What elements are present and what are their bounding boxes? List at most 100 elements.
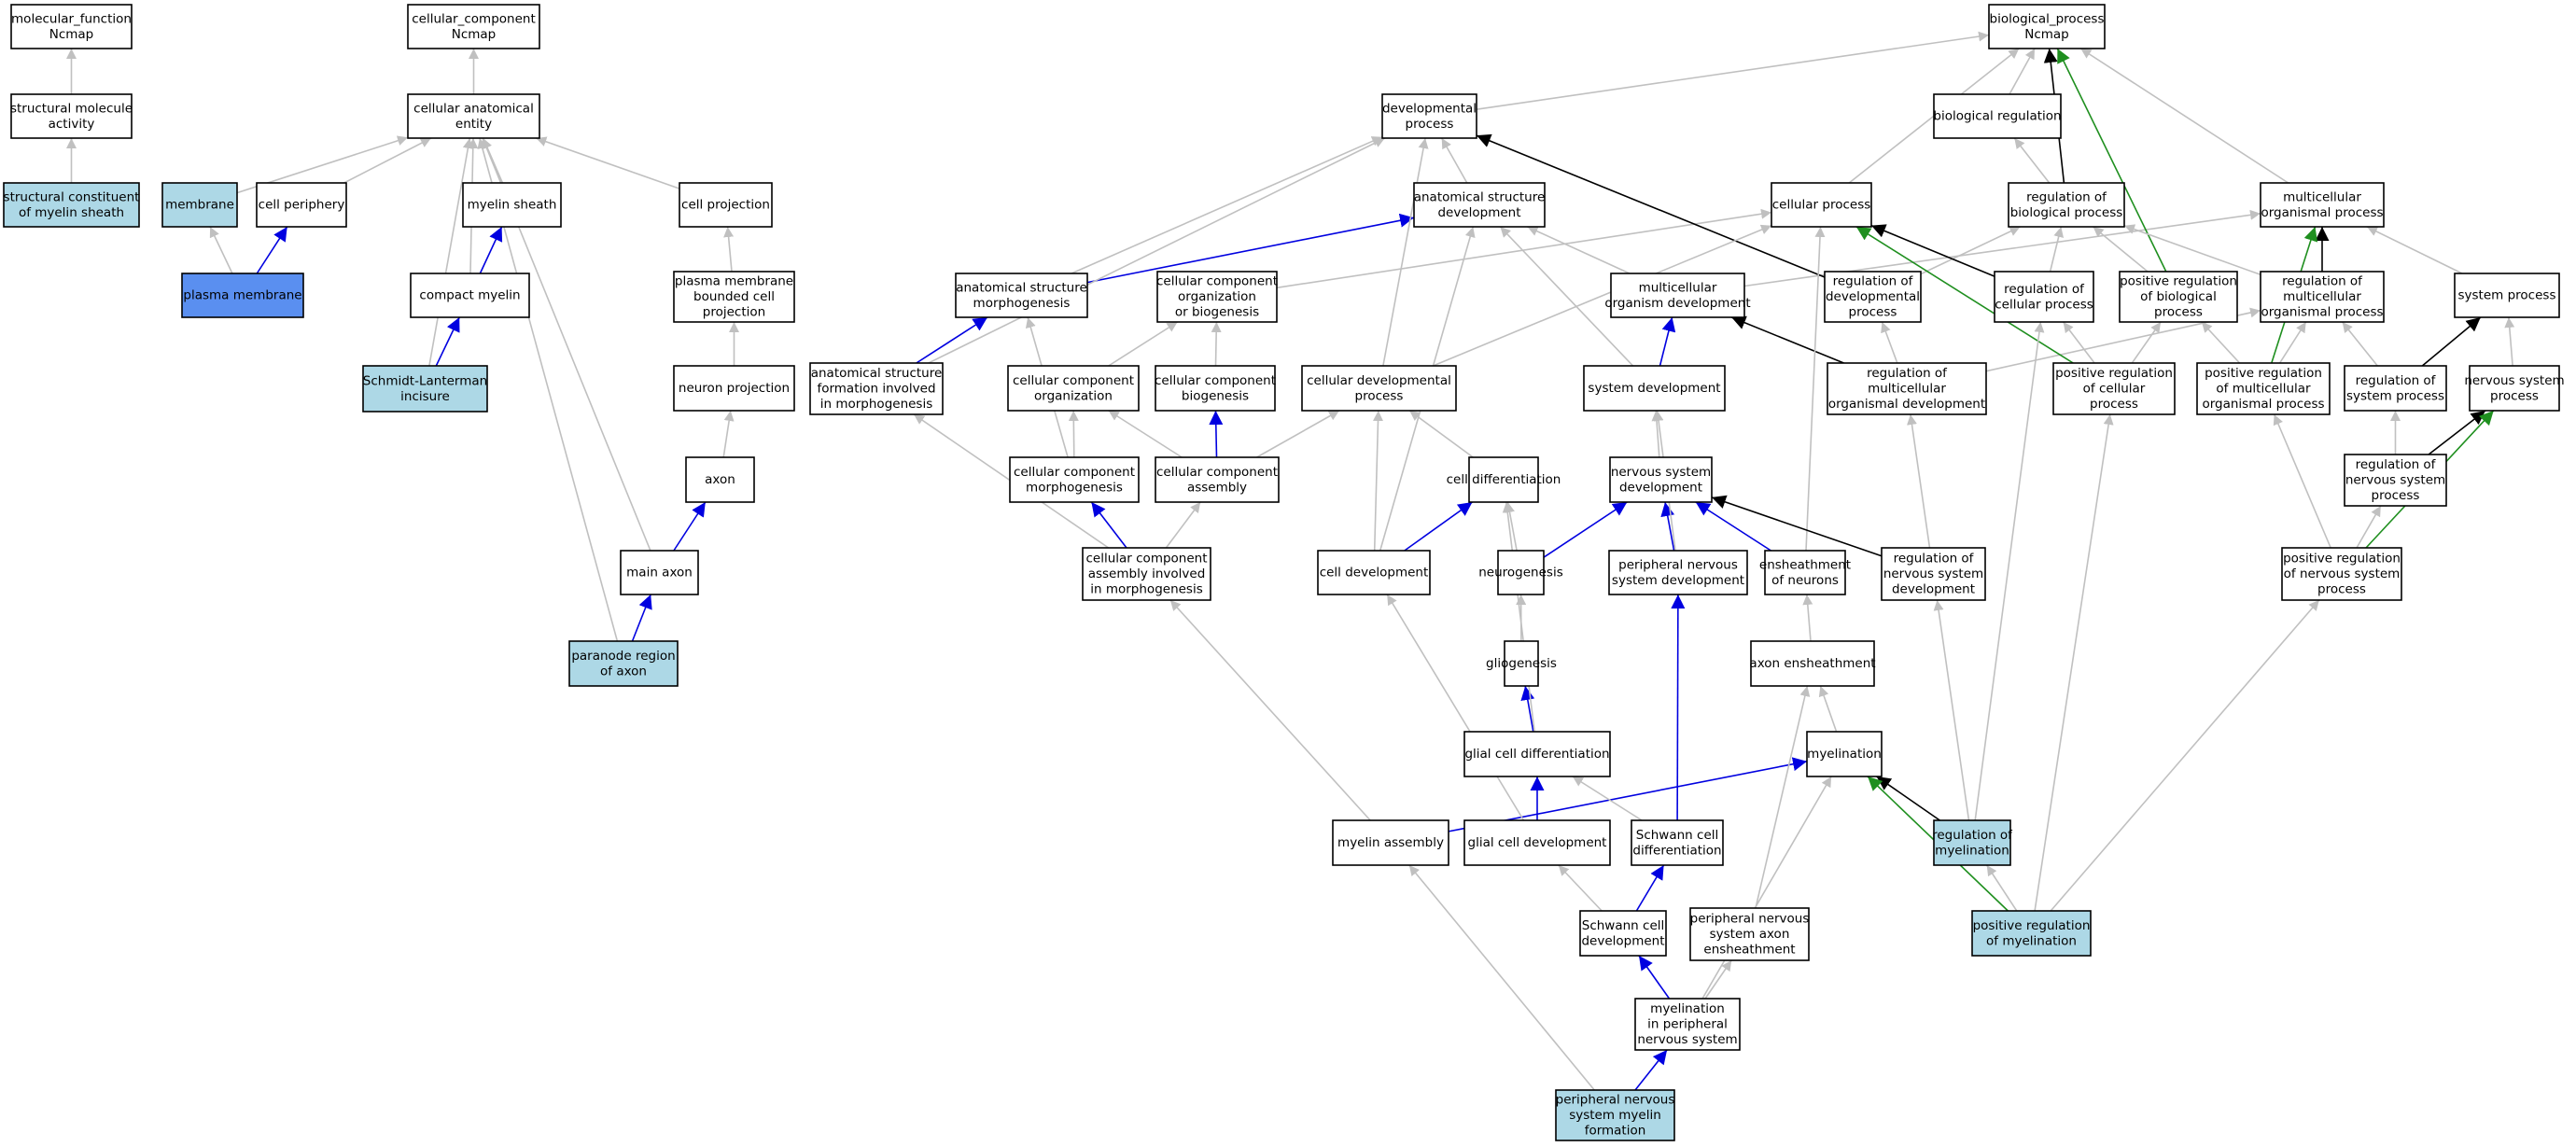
node-box (1082, 547, 1211, 601)
edge-neurogen-to-nsd (1543, 501, 1628, 558)
node-label-line: assembly involved (1088, 567, 1206, 581)
node-label-line: regulation of (2356, 457, 2437, 472)
edge-myelinasm-to-ccaim (1169, 599, 1371, 821)
black-edge (1476, 133, 1826, 278)
node-label-line: myelin sheath (468, 198, 557, 213)
gray-edge (1211, 321, 1222, 367)
node-label-line: structural constituent (4, 189, 140, 204)
node-label-line: development (1437, 205, 1520, 220)
gray-edge (1704, 959, 1732, 1000)
node-biological-regulation: biological regulation (1933, 93, 2062, 139)
node-box (2196, 362, 2331, 415)
node-box (1750, 640, 1875, 687)
node-label-line: assembly (1187, 480, 1247, 495)
gray-edge (1068, 410, 1079, 458)
node-label-line: biological_process (1990, 11, 2105, 26)
node-label-line: molecular_function (11, 11, 132, 26)
edge-regmyel-to-myelination (1876, 776, 1940, 821)
edge-posregmyel-to-posregnsp (2050, 599, 2320, 912)
node-label-line: regulation of (1833, 274, 1914, 289)
gray-edge (2273, 413, 2331, 549)
node-axon: axon (685, 456, 755, 503)
node-label-line: neuron projection (679, 381, 790, 396)
node-label-line: plasma membrane (183, 288, 301, 303)
node-box (161, 182, 238, 228)
edge-posregnsp-to-posregmop (2273, 413, 2331, 549)
node-box (1155, 456, 1280, 503)
node-compact-myelin: compact myelin (410, 273, 530, 318)
node-neuron-projection: neuron projection (673, 365, 795, 412)
node-label-line: cellular component (1013, 373, 1134, 388)
node-glial-cell-development: glial cell development (1463, 819, 1611, 866)
edge-cca-to-ccb (1209, 410, 1224, 458)
edge-pnsmf-to-mipns (1634, 1049, 1668, 1091)
node-label-line: organism development (1604, 296, 1750, 311)
gray-edge (1502, 501, 1535, 733)
gray-edge (1276, 208, 1772, 289)
edge-pmbcp-to-cellproj (723, 226, 735, 273)
node-label-line: cellular component (1155, 373, 1276, 388)
gray-edge (1108, 321, 1179, 367)
node-label-line: membrane (165, 198, 234, 213)
gray-edge (1408, 410, 1474, 458)
edge-regnsd-to-nsd (1711, 495, 1883, 557)
edge-ccaim-to-cca (1165, 501, 1201, 549)
edge-asfim-to-asm (916, 316, 988, 364)
node-label-line: regulation of (2356, 373, 2437, 388)
node-label-line: gliogenesis (1486, 656, 1557, 671)
gray-edge (1108, 410, 1183, 458)
node-box (1156, 271, 1278, 323)
edge-bioreg-to-bp (2009, 48, 2036, 95)
node-label-line: positive regulation (2055, 366, 2173, 381)
edge-pnsmf-to-myelinasm (1408, 864, 1595, 1091)
node-label-line: structural molecule (10, 101, 133, 116)
node-box (1933, 819, 2011, 866)
blue-edge (1659, 316, 1676, 367)
blue-edge (1671, 594, 1686, 821)
gray-edge (2034, 413, 2114, 912)
node-label-line: organization (1178, 289, 1256, 304)
node-label-line: Ncmap (49, 27, 94, 42)
node-box (2052, 362, 2176, 415)
node-label-line: biological regulation (1933, 109, 2061, 124)
node-label-line: organismal process (2261, 305, 2383, 320)
gray-edge (1527, 226, 1631, 274)
node-label-line: nervous system (2345, 473, 2445, 488)
edge-regcp-to-regbp (2049, 226, 2065, 273)
node-box (1806, 731, 1883, 777)
node-box (1579, 910, 1667, 957)
edge-sysdev-to-mod (1659, 316, 1676, 367)
edge-devproc-to-bp (1476, 31, 1990, 110)
node-myelin-sheath: myelin sheath (462, 182, 562, 228)
node-box (362, 365, 488, 413)
node-box (3, 182, 140, 228)
blue-edge (1209, 410, 1224, 458)
node-box (1971, 910, 2092, 957)
node-label-line: peripheral nervous (1556, 1093, 1675, 1108)
edge-plasmamem-to-membrane (209, 226, 233, 274)
node-neurogenesis: neurogenesis (1478, 550, 1563, 595)
node-label-line: organismal process (2202, 397, 2324, 412)
edge-cco-to-ccob (1108, 321, 1179, 367)
node-label-line: positive regulation (2283, 552, 2401, 567)
node-label-line: plasma membrane (675, 274, 793, 289)
node-label-line: system axon (1710, 927, 1790, 942)
node-box (1988, 4, 2106, 49)
gray-edge (1986, 864, 2018, 912)
edge-pnsae-to-axonens (1755, 685, 1811, 909)
node-box (2008, 182, 2125, 228)
node-box (1827, 362, 1987, 415)
gray-edge (2009, 48, 2036, 95)
node-label-line: multicellular (2283, 189, 2361, 204)
